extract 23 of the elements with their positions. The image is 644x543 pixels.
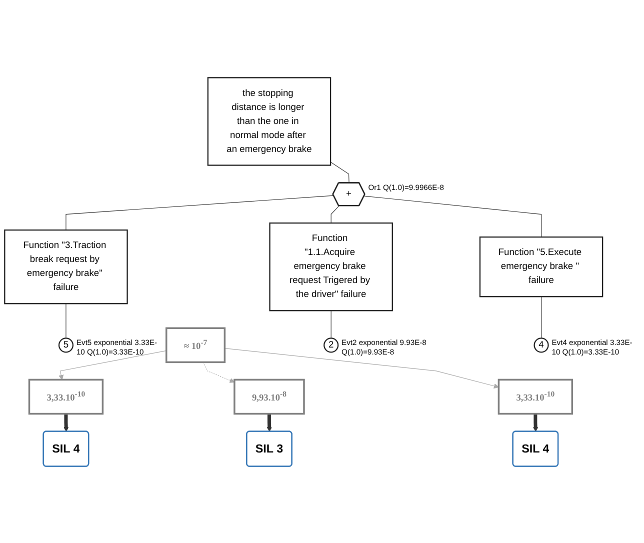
arrow [224, 348, 499, 388]
node-box: Function "1.1.Acquire emergency brake request Trigered by the driver" failure [269, 222, 393, 311]
node-box: ≈ 10$^{-7}$ [166, 326, 226, 363]
arrow [533, 413, 538, 432]
node-box: 3,33.10$^{-10}$ [28, 378, 104, 414]
connector [364, 195, 542, 237]
node-circle: 4 [534, 337, 549, 352]
node-box: Function "5.Execute emergency brake " failure [479, 236, 604, 297]
node-circle: 2 [324, 337, 339, 352]
arrow [64, 413, 69, 432]
node-circle: 5 [58, 337, 74, 352]
node-box: Function "3.Traction break request by emergency brake" failure [4, 228, 128, 304]
arrow [58, 350, 167, 380]
connector [330, 205, 340, 223]
connector [330, 310, 332, 338]
arrow [266, 413, 272, 432]
connector [330, 161, 350, 183]
connector [540, 296, 542, 338]
connector [66, 194, 334, 230]
node-box: the stopping distance is longer than the one in normal mode after an emergency brake [207, 76, 332, 166]
arrow [203, 361, 235, 382]
node-box: 9,93.10$^{-8}$ [234, 378, 305, 414]
node-box: 3,33.10$^{-10}$ [498, 378, 574, 414]
